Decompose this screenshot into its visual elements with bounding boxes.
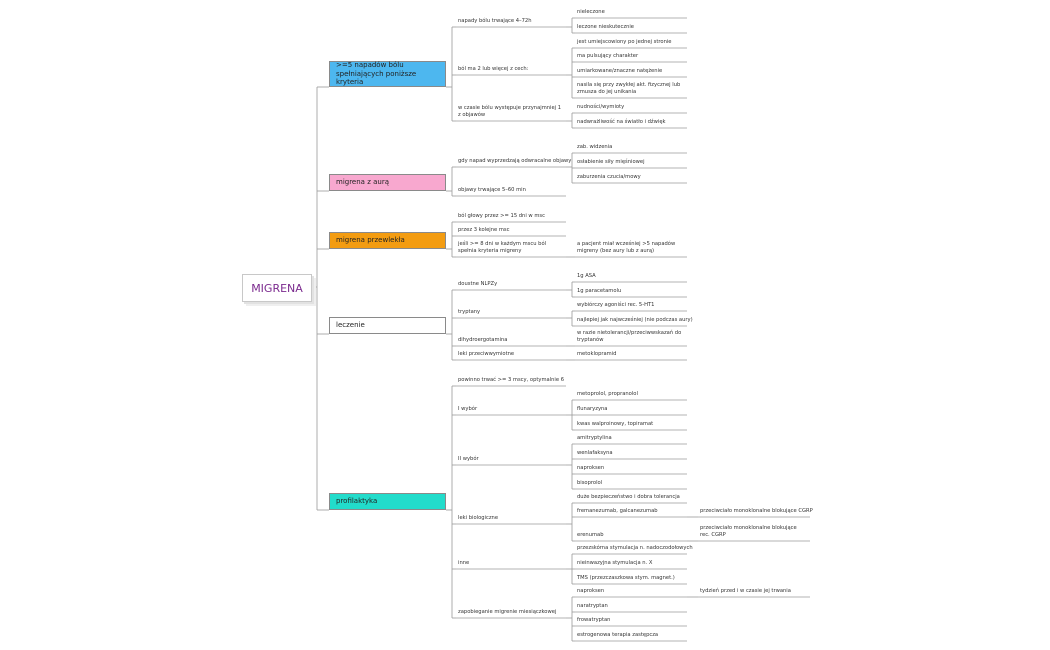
node-l2b[interactable]: najlepiej jak najwcześniej (nie podczas …	[577, 317, 693, 323]
topic-criteria[interactable]: >=5 napadów bólu spełniających poniższe …	[329, 61, 446, 87]
node-f4b1[interactable]: przeciwciało monoklonalne blokujące CGRP	[700, 508, 813, 514]
node-f6[interactable]: zapobieganie migrenie miesiączkowej	[458, 609, 557, 615]
node-a1b[interactable]: osłabienie siły mięśniowej	[577, 159, 645, 165]
node-a2[interactable]: objawy trwające 5–60 min	[458, 187, 526, 193]
node-p3a[interactable]: a pacjent miał wcześniej >5 napadów migr…	[577, 241, 676, 254]
node-c3[interactable]: w czasie bólu występuje przynajmniej 1 z…	[458, 105, 562, 118]
node-l1b[interactable]: 1g paracetamolu	[577, 288, 622, 294]
node-c2c[interactable]: umiarkowane/znaczne natężenie	[577, 68, 663, 74]
node-f5b[interactable]: nieinwazyjna stymulacja n. X	[577, 560, 653, 566]
node-l4a[interactable]: metoklopramid	[577, 351, 617, 357]
topic-aura[interactable]: migrena z aurą	[329, 174, 446, 191]
node-f1[interactable]: powinno trwać >= 3 mscy, optymalnie 6	[458, 377, 565, 383]
node-l2[interactable]: tryptany	[458, 309, 481, 315]
node-f6a1[interactable]: tydzień przed i w czasie jej trwania	[700, 588, 791, 594]
node-f4a[interactable]: duże bezpieczeństwo i dobra tolerancja	[577, 494, 680, 500]
node-f5c[interactable]: TMS (przezczaszkowa stym. magnet.)	[577, 575, 675, 581]
node-c2b[interactable]: ma pulsujący charakter	[577, 53, 639, 59]
node-f3a[interactable]: amitryptylina	[577, 435, 612, 441]
node-f5[interactable]: inne	[458, 560, 470, 566]
node-f4b[interactable]: fremanezumab, galcanezumab	[577, 508, 658, 514]
node-f4c1[interactable]: przeciwciało monoklonalne blokujące rec.…	[700, 525, 797, 538]
node-f6c[interactable]: frowatryptan	[577, 617, 611, 623]
node-p2[interactable]: przez 3 kolejne msc	[458, 227, 510, 233]
node-f2c[interactable]: kwas walproinowy, topiramat	[577, 421, 654, 427]
node-l2a[interactable]: wybiórczy agoniści rec. 5-HT1	[577, 302, 655, 308]
node-f3d[interactable]: bisoprolol	[577, 480, 603, 486]
node-l1[interactable]: doustne NLPZy	[458, 281, 498, 287]
node-a1c[interactable]: zaburzenia czucia/mowy	[577, 174, 641, 180]
node-f2[interactable]: I wybór	[458, 406, 478, 412]
node-p1[interactable]: ból głowy przez >= 15 dni w msc	[458, 213, 545, 219]
node-f2a[interactable]: metoprolol, propranolol	[577, 391, 638, 397]
node-a1[interactable]: gdy napad wyprzedzają odwracalne objawy	[458, 158, 572, 164]
node-f4c[interactable]: erenumab	[577, 532, 604, 538]
node-c1a[interactable]: nieleczone	[577, 9, 605, 15]
node-c3a[interactable]: nudności/wymioty	[577, 104, 625, 110]
node-c3b[interactable]: nadwrażliwość na światło i dźwięk	[577, 119, 666, 125]
node-c2a[interactable]: jest umiejscowiony po jednej stronie	[577, 39, 672, 45]
topic-treatment[interactable]: leczenie	[329, 317, 446, 334]
topic-prophylaxis[interactable]: profilaktyka	[329, 493, 446, 510]
root-node[interactable]: MIGRENA	[242, 274, 312, 302]
node-l1a[interactable]: 1g ASA	[577, 273, 596, 279]
node-c1b[interactable]: leczone nieskutecznie	[577, 24, 634, 30]
node-f6a[interactable]: naproksen	[577, 588, 605, 594]
node-c2d[interactable]: nasila się przy zwykłej akt. fizycznej l…	[577, 82, 681, 95]
node-c2[interactable]: ból ma 2 lub więcej z cech:	[458, 66, 529, 72]
node-f3b[interactable]: wenlafaksyna	[577, 450, 613, 456]
node-f2b[interactable]: flunaryzyna	[577, 406, 608, 412]
topic-chronic[interactable]: migrena przewlekła	[329, 232, 446, 249]
node-f5a[interactable]: przezskórna stymulacja n. nadoczodołowyc…	[577, 545, 693, 551]
node-f4[interactable]: leki biologiczne	[458, 515, 499, 521]
node-f3c[interactable]: naproksen	[577, 465, 605, 471]
node-c1[interactable]: napady bólu trwające 4–72h	[458, 18, 532, 24]
node-p3[interactable]: jeśli >= 8 dni w każdym mscu ból spełnia…	[458, 241, 547, 254]
node-a1a[interactable]: zab. widzenia	[577, 144, 613, 150]
node-f6d[interactable]: estrogenowa terapia zastępcza	[577, 632, 659, 638]
node-l3a[interactable]: w razie nietolerancji/przeciwwskazań do …	[577, 330, 682, 343]
node-f3[interactable]: II wybór	[458, 456, 479, 462]
node-f6b[interactable]: naratryptan	[577, 603, 608, 609]
node-l3[interactable]: dihydroergotamina	[458, 337, 508, 343]
node-l4[interactable]: leki przeciwwymiotne	[458, 351, 515, 357]
